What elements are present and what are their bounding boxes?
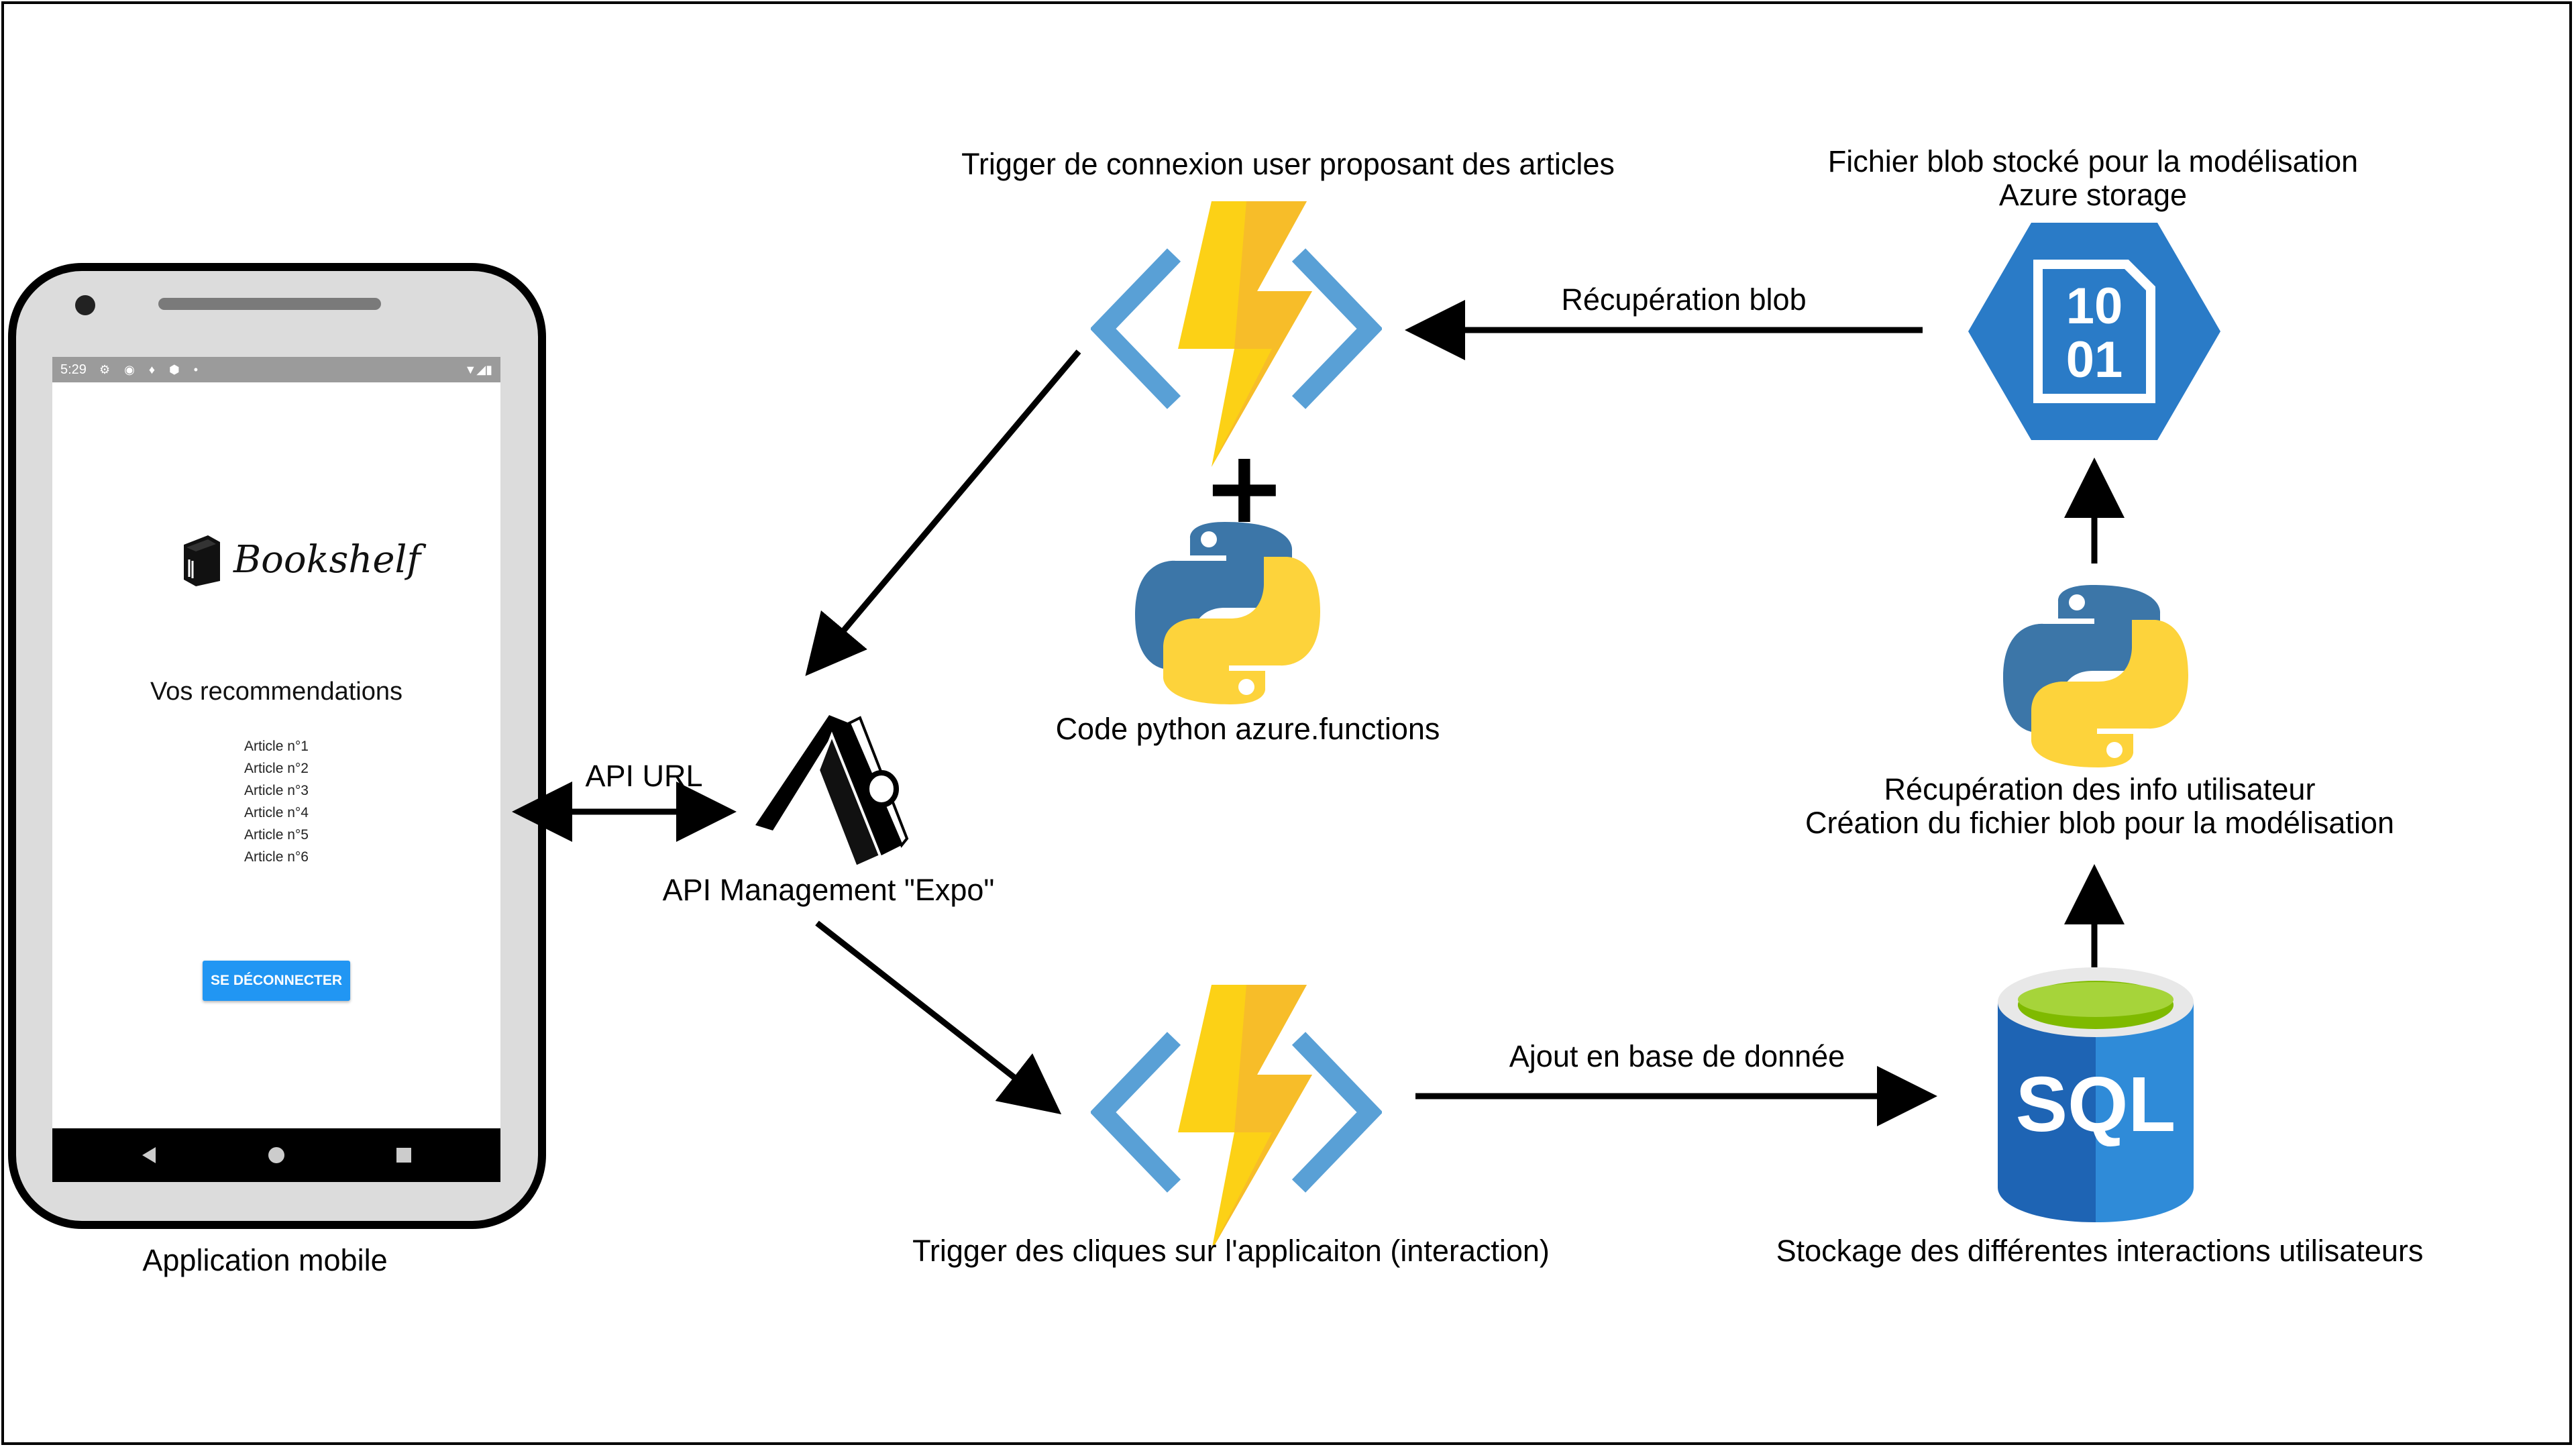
phone-screen: 5:29 ⚙ ◉ ♦ ⬢ • ▼◢▮ Bookshelf Vos recomme… xyxy=(52,357,500,1182)
phone-status-bar: 5:29 ⚙ ◉ ♦ ⬢ • ▼◢▮ xyxy=(52,357,500,382)
sql-icon-text: SQL xyxy=(2016,1061,2176,1148)
logout-button[interactable]: SE DÉCONNECTER xyxy=(203,961,350,1001)
home-icon[interactable] xyxy=(250,1128,303,1182)
mobile-app-label: Application mobile xyxy=(142,1243,388,1277)
blob-icon-text-line2: 01 xyxy=(2066,331,2123,388)
phone-nav-bar xyxy=(52,1128,500,1182)
sql-storage-label: Stockage des différentes interactions ut… xyxy=(1776,1234,2424,1268)
back-icon[interactable] xyxy=(122,1128,176,1182)
python-blob-label-line1: Récupération des info utilisateur xyxy=(1884,772,2316,806)
python-icon xyxy=(2003,585,2188,767)
speaker-icon xyxy=(158,298,381,310)
status-notification-icons: ⚙ ◉ ♦ ⬢ • xyxy=(99,363,204,376)
article-list: Article n°1 Article n°2 Article n°3 Arti… xyxy=(52,735,500,868)
python-icon xyxy=(1135,522,1320,704)
plus-sign: + xyxy=(1202,429,1287,546)
blob-storage-label-line1: Fichier blob stocké pour la modélisation xyxy=(1827,144,2359,178)
recents-icon[interactable] xyxy=(377,1128,431,1182)
azure-blob-storage-icon: 10 01 xyxy=(1968,223,2220,440)
recommendations-title: Vos recommendations xyxy=(150,678,402,706)
api-url-label: API URL xyxy=(585,759,703,793)
blob-storage-label-line2: Azure storage xyxy=(1998,178,2188,212)
article-item[interactable]: Article n°6 xyxy=(244,849,309,865)
api-management-icon xyxy=(755,715,909,869)
article-item[interactable]: Article n°3 xyxy=(244,783,309,798)
blob-icon-text-line1: 10 xyxy=(2066,278,2123,335)
recuperation-blob-label: Récupération blob xyxy=(1561,282,1807,317)
python-blob-label-line2: Création du fichier blob pour la modélis… xyxy=(1805,806,2394,840)
api-management-label: API Management "Expo" xyxy=(662,873,995,907)
trigger-clicks-label: Trigger des cliques sur l'applicaiton (i… xyxy=(912,1234,1550,1268)
azure-function-icon xyxy=(1091,985,1382,1250)
status-time: 5:29 xyxy=(60,362,87,377)
python-functions-label: Code python azure.functions xyxy=(1055,712,1440,746)
article-item[interactable]: Article n°5 xyxy=(244,827,309,843)
api-to-trigger-clicks-edge xyxy=(815,920,1062,1115)
azure-function-icon xyxy=(1091,201,1382,467)
ajout-base-label: Ajout en base de donnée xyxy=(1509,1039,1845,1073)
trigger-to-api-edge xyxy=(805,350,1081,676)
sql-database-icon: SQL xyxy=(1998,967,2194,1222)
article-item[interactable]: Article n°1 xyxy=(244,739,309,754)
article-item[interactable]: Article n°2 xyxy=(244,761,309,776)
status-signal-battery-icon: ▼◢▮ xyxy=(464,363,492,376)
book-icon xyxy=(184,535,220,586)
trigger-connexion-label: Trigger de connexion user proposant des … xyxy=(961,147,1615,181)
camera-icon xyxy=(75,295,95,315)
app-name: Bookshelf xyxy=(233,538,421,582)
article-item[interactable]: Article n°4 xyxy=(244,805,309,820)
